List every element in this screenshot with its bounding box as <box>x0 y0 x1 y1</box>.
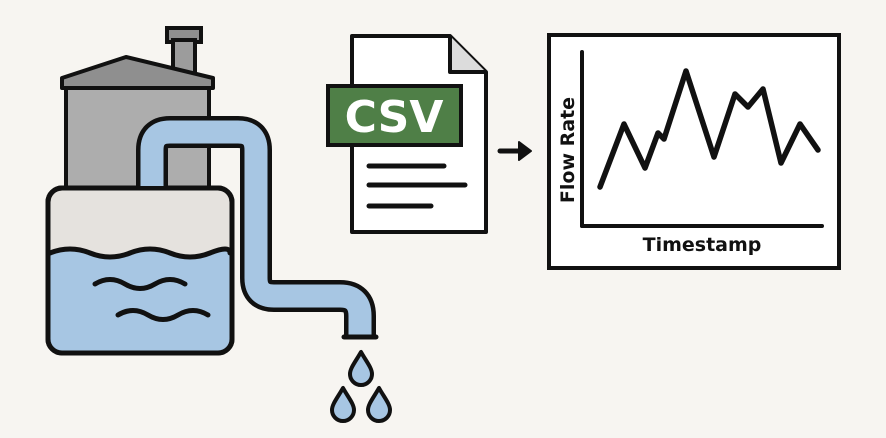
water-drops <box>330 350 392 423</box>
water-ripple <box>115 308 211 322</box>
csv-label-badge <box>326 84 463 147</box>
outlet-pipe-icon <box>136 116 379 340</box>
line-chart-icon: Timestamp Flow Rate <box>547 33 841 270</box>
tank-water <box>50 249 230 351</box>
file-corner-fold <box>448 36 486 74</box>
csv-file-icon: CSV <box>326 34 488 234</box>
chart-x-axis-label: Timestamp <box>643 234 762 256</box>
flow-rate-line <box>597 68 821 190</box>
csv-label: CSV <box>345 92 444 143</box>
water-drop-icon <box>366 386 392 423</box>
chart-y-axis-label: Flow Rate <box>557 97 579 203</box>
water-drop-icon <box>348 350 374 387</box>
tower-roof <box>60 55 215 90</box>
pipe-fill <box>140 120 372 336</box>
water-surface-wave <box>47 246 233 260</box>
water-tower-icon <box>45 26 235 356</box>
water-ripple <box>92 277 188 291</box>
water-drop-icon <box>330 386 356 423</box>
chart-frame <box>547 33 841 270</box>
arrow-right-icon <box>497 141 532 161</box>
